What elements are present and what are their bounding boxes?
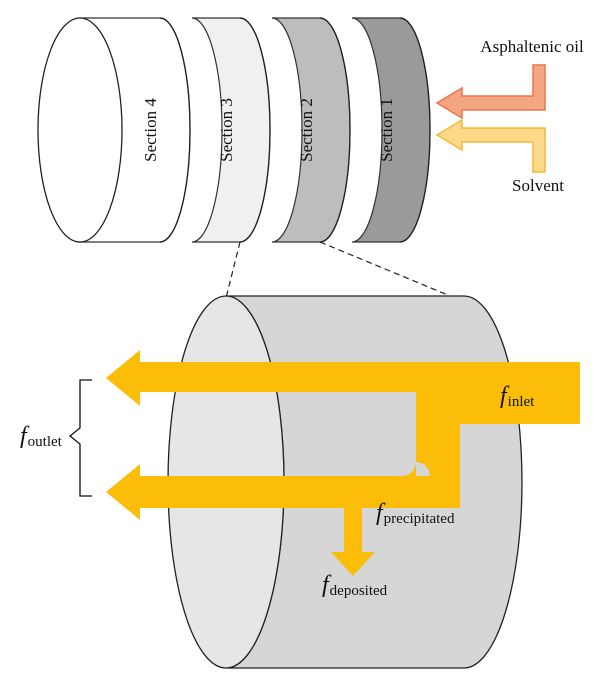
precipitated-label: fprecipitated [376, 500, 455, 527]
section-3-label: Section 3 [217, 98, 236, 162]
solvent-label: Solvent [512, 176, 564, 195]
zoom-guide-right [319, 241, 456, 299]
deposited-label: fdeposited [322, 572, 388, 599]
precipitated-outlet-arrow [106, 462, 460, 576]
outlet-label: foutlet [20, 423, 63, 450]
oil-label: Asphaltenic oil [480, 37, 584, 56]
section-4-label: Section 4 [141, 98, 160, 162]
section-2-label: Section 2 [297, 98, 316, 162]
section-1-label: Section 1 [377, 98, 396, 162]
outlet-brace [68, 379, 92, 497]
flow-arrows [106, 350, 580, 576]
solvent-arrow [435, 118, 546, 173]
cylinder-end-face [37, 17, 123, 243]
inlet-label: finlet [500, 383, 535, 410]
zoom-guide-left [225, 241, 241, 299]
segmented-cylinder: Section 4 Section 3 Section 2 Section 1 [37, 17, 431, 243]
inlet-to-outlet-arrow [106, 350, 580, 476]
oil-arrow [435, 64, 546, 120]
input-arrows: Asphaltenic oil Solvent [435, 37, 584, 195]
